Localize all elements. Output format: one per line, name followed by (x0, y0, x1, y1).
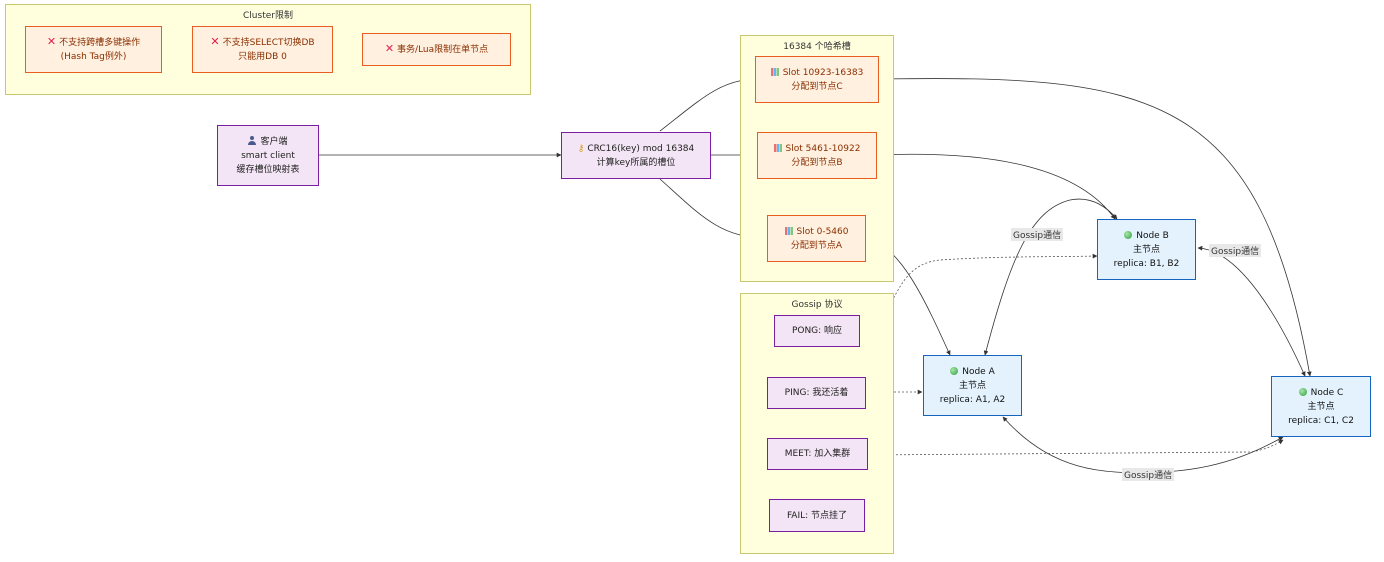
node-c-line2: 主节点 (1307, 401, 1335, 412)
edge-slot-b-node-b (876, 153, 1116, 220)
cluster-slots-title: 16384 个哈希槽 (783, 42, 851, 52)
limit-multi-key-line1: 不支持跨槽多键操作 (59, 38, 141, 48)
bar-chart-icon (784, 226, 793, 235)
gossip-pong: PONG: 响应 (774, 315, 860, 347)
limit-transaction-line1: 事务/Lua限制在单节点 (397, 45, 489, 55)
node-b-line1: Node B (1136, 230, 1169, 241)
node-c-line1: Node C (1310, 387, 1344, 398)
gossip-ping: PING: 我还活着 (767, 377, 866, 409)
green-circle-icon (1298, 387, 1307, 396)
edge-label-ab: Gossip通信 (1011, 228, 1064, 241)
crc-line1: CRC16(key) mod 16384 (587, 143, 695, 154)
slot-b-node: Slot 5461-10922 分配到节点B (757, 132, 877, 179)
edge-a-c (1002, 416, 1284, 474)
limit-multi-key: ✕不支持跨槽多键操作 (Hash Tag例外) (25, 26, 162, 73)
client-node: 客户端 smart client 缓存槽位映射表 (217, 125, 319, 186)
slot-c-line2: 分配到节点C (791, 81, 843, 92)
cluster-limits-title: Cluster限制 (243, 11, 293, 21)
limit-select-db: ✕不支持SELECT切换DB 只能用DB 0 (192, 26, 333, 73)
cross-mark-icon: ✕ (46, 35, 57, 48)
cluster-gossip-title: Gossip 协议 (791, 300, 843, 310)
green-circle-icon (950, 366, 959, 375)
gossip-ping-label: PING: 我还活着 (784, 388, 849, 398)
edge-pong-node-b (859, 253, 1098, 331)
gossip-fail: FAIL: 节点挂了 (769, 499, 865, 532)
crc-line2: 计算key所属的槽位 (596, 157, 676, 168)
gossip-meet-label: MEET: 加入集群 (784, 449, 851, 459)
limit-select-db-line2: 只能用DB 0 (238, 52, 287, 62)
edge-meet-node-c (867, 439, 1284, 456)
key-icon: ⚷ (577, 143, 585, 154)
gossip-pong-label: PONG: 响应 (791, 326, 843, 336)
node-c-line3: replica: C1, C2 (1288, 415, 1354, 426)
node-b: Node B 主节点 replica: B1, B2 (1097, 219, 1196, 280)
bar-chart-icon (773, 143, 782, 152)
client-line1: 客户端 (260, 136, 288, 147)
node-a: Node A 主节点 replica: A1, A2 (923, 355, 1022, 416)
slot-a-node: Slot 0-5460 分配到节点A (767, 215, 866, 262)
node-a-line2: 主节点 (958, 380, 986, 391)
slot-b-line2: 分配到节点B (791, 157, 843, 168)
slot-a-line1: Slot 0-5460 (796, 226, 849, 237)
node-b-line2: 主节点 (1132, 244, 1160, 255)
limit-transaction: ✕事务/Lua限制在单节点 (362, 33, 511, 66)
edge-label-ac: Gossip通信 (1122, 468, 1175, 481)
gossip-fail-label: FAIL: 节点挂了 (786, 510, 848, 521)
edge-label-bc: Gossip通信 (1209, 244, 1262, 257)
node-b-line3: replica: B1, B2 (1113, 258, 1180, 269)
client-line3: 缓存槽位映射表 (236, 164, 300, 175)
bar-chart-icon (770, 67, 779, 76)
slot-b-line1: Slot 5461-10922 (785, 143, 861, 154)
gossip-meet: MEET: 加入集群 (767, 438, 868, 470)
node-a-line1: Node A (962, 366, 995, 377)
edge-slot-c-node-c (878, 78, 1312, 377)
limit-select-db-line1: 不支持SELECT切换DB (222, 38, 315, 48)
edge-a-b (983, 198, 1118, 356)
cross-mark-icon: ✕ (210, 35, 220, 48)
edge-b-c (1197, 245, 1306, 377)
green-circle-icon (1124, 230, 1133, 239)
limit-multi-key-line2: (Hash Tag例外) (60, 52, 127, 62)
crc-node: ⚷CRC16(key) mod 16384 计算key所属的槽位 (561, 132, 711, 179)
user-icon (248, 135, 257, 145)
slot-a-line2: 分配到节点A (790, 240, 843, 251)
slot-c-line1: Slot 10923-16383 (782, 67, 864, 78)
client-line2: smart client (241, 150, 295, 161)
cross-mark-icon: ✕ (384, 42, 395, 55)
node-a-line3: replica: A1, A2 (939, 394, 1006, 405)
slot-c-node: Slot 10923-16383 分配到节点C (755, 56, 879, 103)
node-c: Node C 主节点 replica: C1, C2 (1271, 376, 1371, 437)
